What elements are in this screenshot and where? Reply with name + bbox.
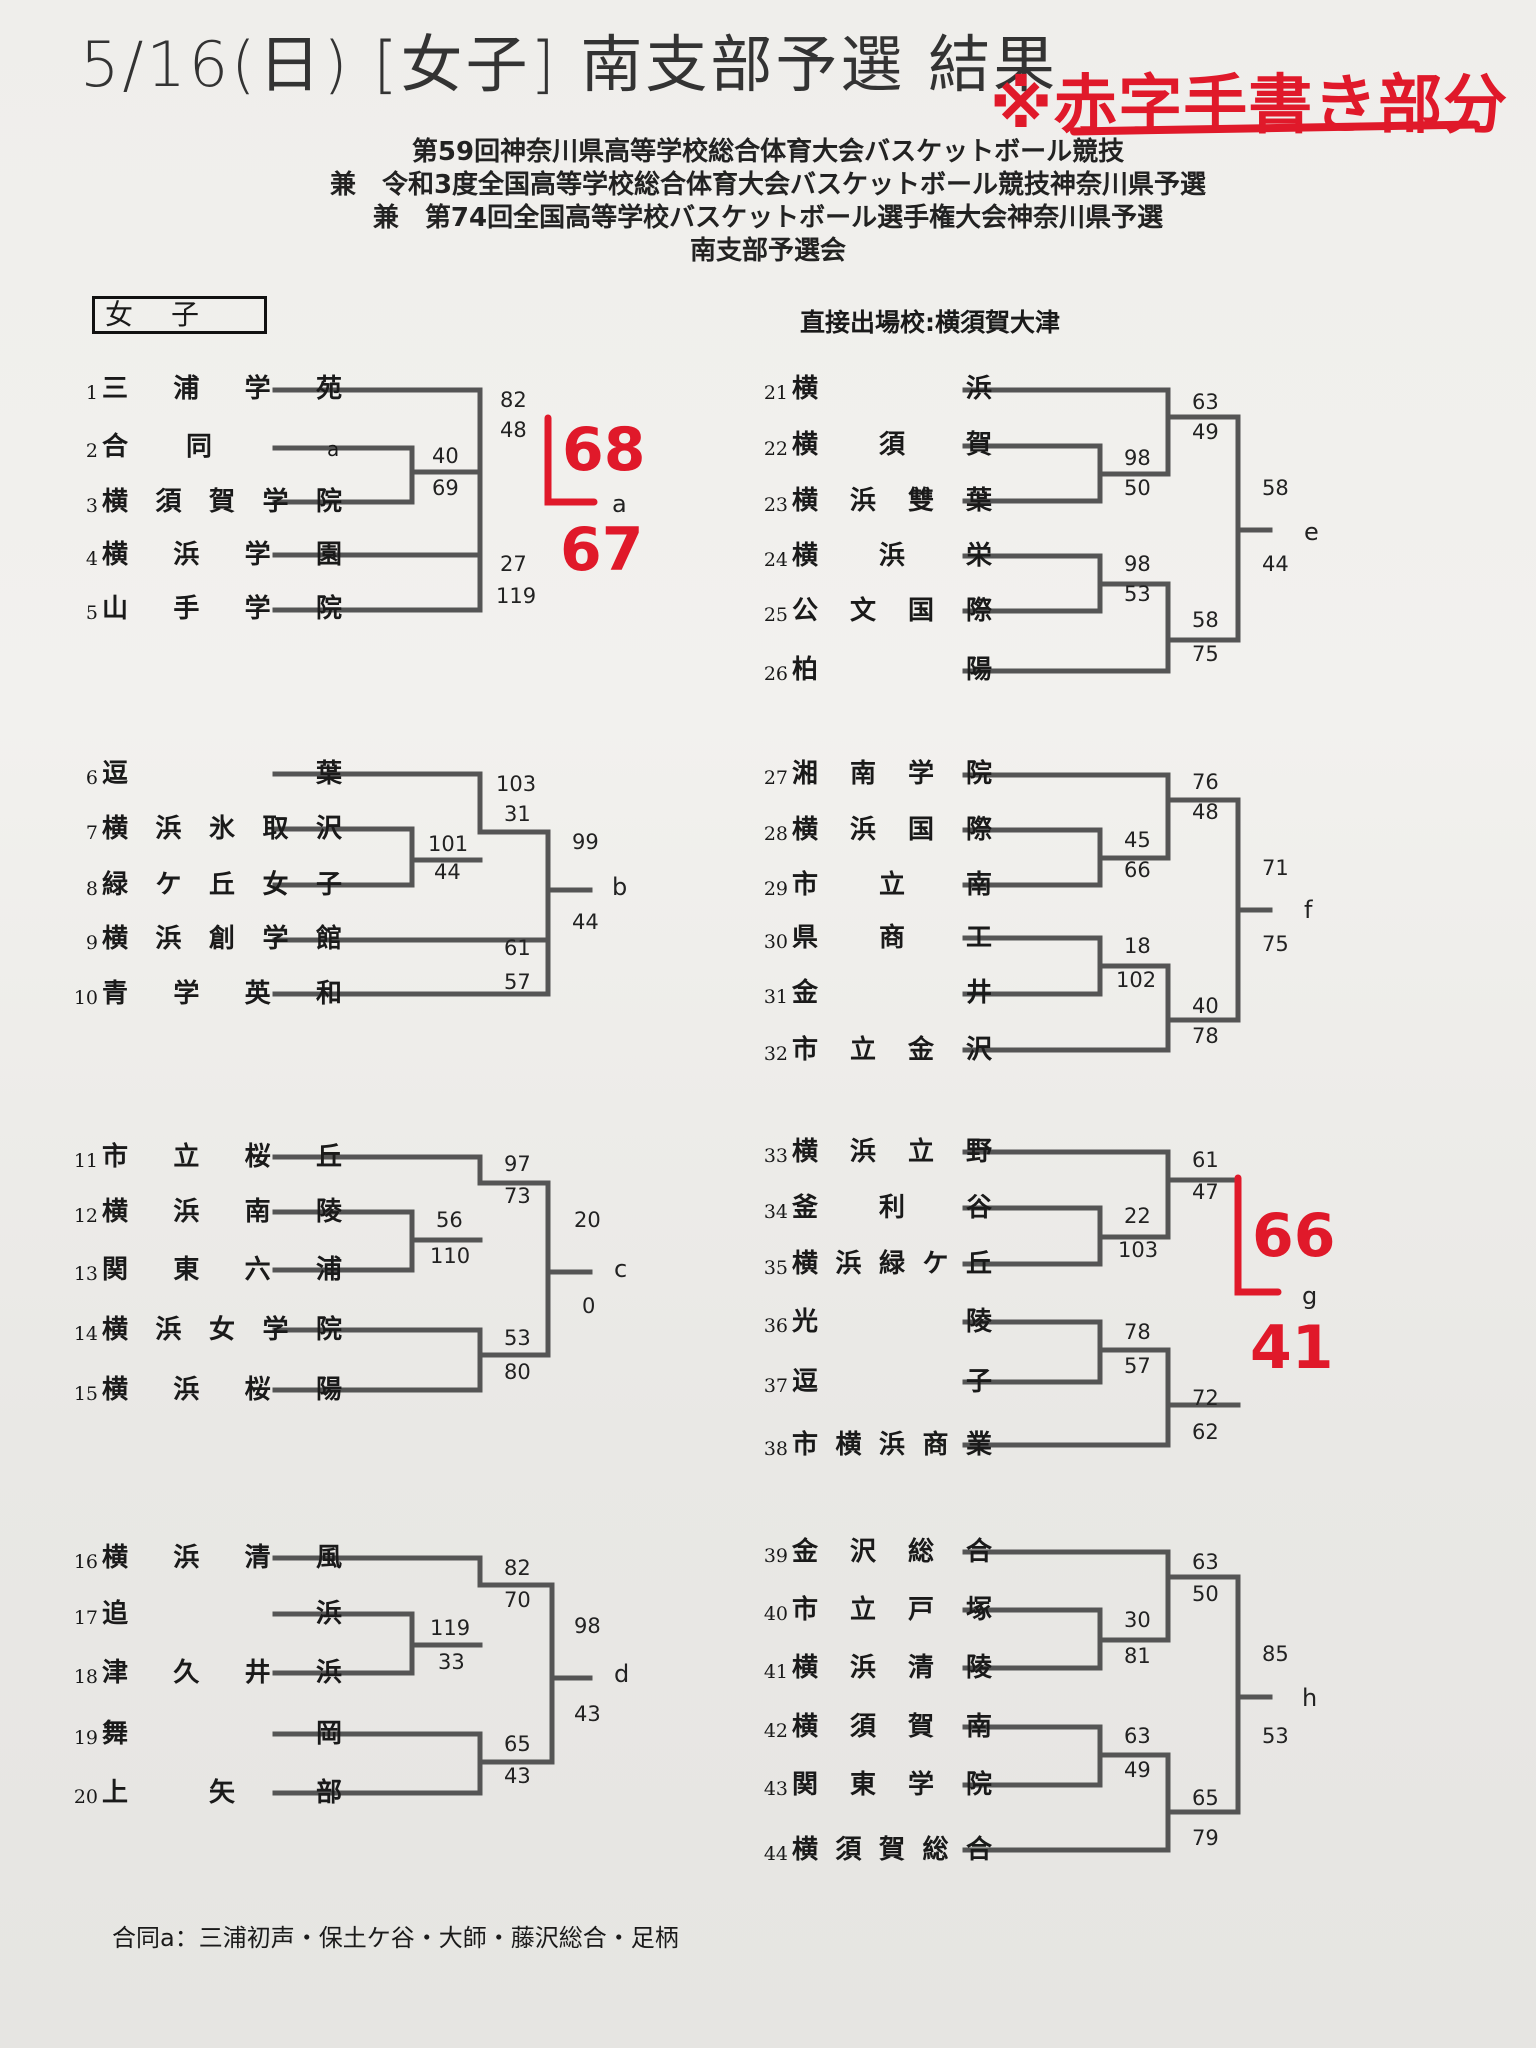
score: 30: [1124, 1608, 1151, 1632]
score: 57: [504, 970, 531, 994]
score: 99: [572, 830, 599, 854]
score: 63: [1192, 1550, 1219, 1574]
score: 97: [504, 1152, 531, 1176]
score: 47: [1192, 1180, 1219, 1204]
score: 78: [1192, 1024, 1219, 1048]
score: 62: [1192, 1420, 1219, 1444]
score: 98: [1124, 552, 1151, 576]
score: 0: [582, 1294, 596, 1318]
score: 48: [500, 418, 527, 442]
score: 63: [1192, 390, 1219, 414]
score: 56: [436, 1208, 463, 1232]
score: 102: [1116, 968, 1157, 992]
score: 103: [1118, 1238, 1159, 1262]
score: 72: [1192, 1386, 1219, 1410]
score: 76: [1192, 770, 1219, 794]
score: 98: [1124, 446, 1151, 470]
heading-line-3: 兼 第74回全国高等学校バスケットボール選手権大会神奈川県予選: [372, 203, 1164, 233]
score: 79: [1192, 1826, 1219, 1850]
score: 81: [1124, 1644, 1151, 1668]
score: 78: [1124, 1320, 1151, 1344]
score: 82: [500, 388, 527, 412]
score: 66: [1124, 858, 1151, 882]
group-label-d: d: [614, 1660, 630, 1688]
group-label-f: f: [1304, 896, 1313, 924]
group-label-h: h: [1302, 1684, 1318, 1712]
score: 80: [504, 1360, 531, 1384]
score: 82: [504, 1556, 531, 1580]
score: 70: [504, 1588, 531, 1612]
score: 49: [1192, 420, 1219, 444]
score: 53: [504, 1326, 531, 1350]
score: 49: [1124, 1758, 1151, 1782]
score: 119: [496, 584, 537, 608]
score: 85: [1262, 1642, 1289, 1666]
score: 65: [504, 1732, 531, 1756]
score: 69: [432, 476, 459, 500]
score: 44: [434, 860, 461, 884]
score: 65: [1192, 1786, 1219, 1810]
score: 22: [1124, 1204, 1151, 1228]
score: 53: [1124, 582, 1151, 606]
score: 58: [1262, 476, 1289, 500]
score: 71: [1262, 856, 1289, 880]
score: 33: [438, 1650, 465, 1674]
handwritten-score: 41: [1250, 1313, 1334, 1383]
score: 44: [1262, 552, 1289, 576]
score: 75: [1192, 642, 1219, 666]
heading-line-2: 兼 令和3度全国高等学校総合体育大会バスケットボール競技神奈川県予選: [329, 170, 1207, 200]
score: 48: [1192, 800, 1219, 824]
score: 58: [1192, 608, 1219, 632]
score: 119: [430, 1616, 471, 1640]
footnote: 合同a：三浦初声・保土ケ谷・大師・藤沢総合・足柄: [112, 1924, 679, 1952]
score: 110: [430, 1244, 471, 1268]
handwritten-title: 5/16(日) [女子] 南支部予選 結果: [80, 28, 1059, 101]
score: 61: [504, 936, 531, 960]
group-label-a: a: [612, 490, 627, 518]
score: 50: [1192, 1582, 1219, 1606]
score: 43: [574, 1702, 601, 1726]
score: 31: [504, 802, 531, 826]
score: 18: [1124, 934, 1151, 958]
group-label-c: c: [614, 1255, 628, 1283]
score: 75: [1262, 932, 1289, 956]
score: 73: [504, 1184, 531, 1208]
score: 61: [1192, 1148, 1219, 1172]
score: 27: [500, 552, 527, 576]
score: 98: [574, 1614, 601, 1638]
score: 57: [1124, 1354, 1151, 1378]
heading-line-1: 第59回神奈川県高等学校総合体育大会バスケットボール競技: [411, 137, 1125, 167]
score: 40: [1192, 994, 1219, 1018]
score: 44: [572, 910, 599, 934]
score: 63: [1124, 1724, 1151, 1748]
score: 53: [1262, 1724, 1289, 1748]
score: 43: [504, 1764, 531, 1788]
group-label-g: g: [1302, 1282, 1318, 1310]
score: 50: [1124, 476, 1151, 500]
group-label-e: e: [1304, 518, 1319, 546]
score: 20: [574, 1208, 601, 1232]
handwritten-score: 67: [560, 515, 644, 585]
direct-entry-note: 直接出場校:横須賀大津: [800, 308, 1060, 337]
score: 40: [432, 444, 459, 468]
score: 103: [496, 772, 537, 796]
score: 101: [428, 832, 469, 856]
handwritten-score: 68: [562, 415, 646, 485]
group-label-b: b: [612, 873, 628, 901]
heading-line-4: 南支部予選会: [689, 236, 846, 266]
handwritten-score: 66: [1252, 1201, 1336, 1271]
score: 45: [1124, 828, 1151, 852]
section-label: 女子: [92, 296, 267, 334]
